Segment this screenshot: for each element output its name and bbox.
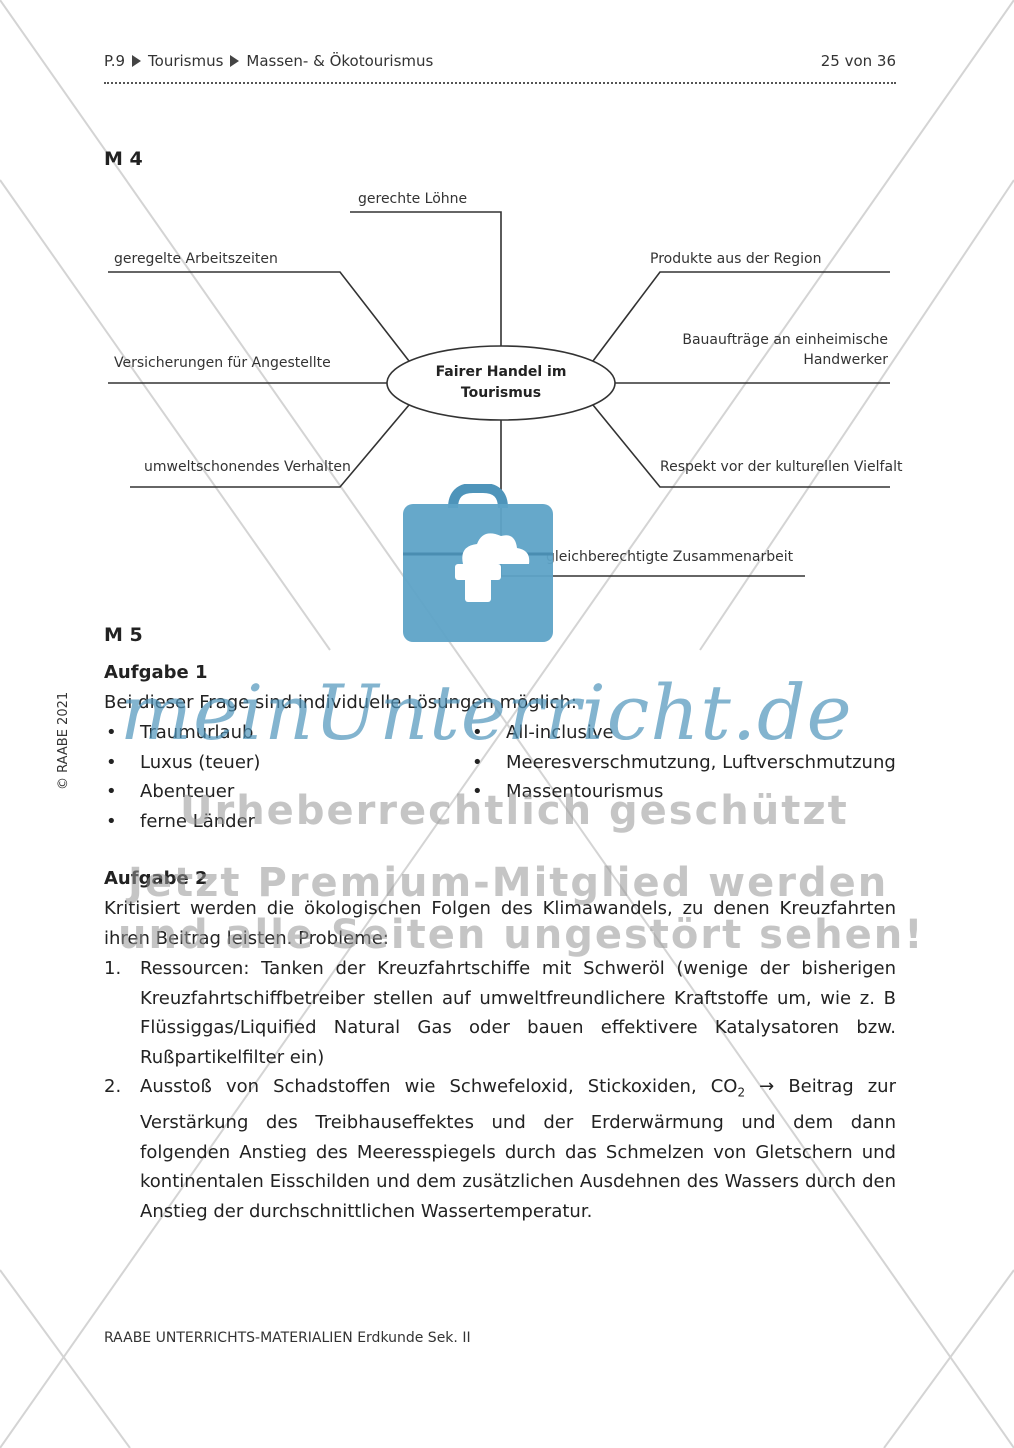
label-arbeitszeiten: geregelte Arbeitszeiten (114, 251, 278, 267)
watermark-line: und alle Seiten ungestört sehen! (118, 912, 925, 958)
m4-label: M 4 (104, 148, 143, 170)
breadcrumb-item: P.9 (104, 52, 126, 70)
label-respekt: Respekt vor der kulturellen Vielfalt (660, 459, 903, 475)
aufgabe1-intro: Bei dieser Frage sind individuelle Lösun… (104, 692, 577, 713)
label-versicherungen: Versicherungen für Angestellte (114, 355, 331, 371)
center-label-line: Tourismus (460, 385, 542, 401)
breadcrumb-item: Massen- & Ökotourismus (246, 52, 434, 70)
bullet-icon: • (472, 781, 483, 802)
triangle-right-icon (132, 54, 142, 67)
page-number: 25 von 36 (820, 52, 896, 70)
list-item-text: Meeresverschmutzung, Luftverschmutzung (506, 751, 896, 773)
center-label-line: Fairer Handel im (435, 364, 567, 380)
label-line: Bauaufträge an einheimische (682, 332, 888, 348)
triangle-right-icon (230, 54, 240, 67)
arrow-right-icon: → (759, 1076, 775, 1097)
list-item-text: Massentourismus (506, 781, 664, 802)
bullet-icon: • (106, 781, 117, 802)
label-produkte-region: Produkte aus der Region (650, 251, 822, 267)
list-item: • Traumurlaub (104, 718, 424, 748)
aufgabe2-list: 1. Ressourcen: Tanken der Kreuzfahrtschif… (104, 954, 896, 1226)
bullet-icon: • (106, 810, 117, 832)
bullet-icon: • (472, 751, 483, 773)
label-line: Handwerker (803, 352, 888, 368)
watermark-line: Urheberrechtlich geschützt (180, 788, 849, 834)
label-bauauftraege: Bauaufträge an einheimische Handwerker (682, 330, 888, 370)
aufgabe1-title: Aufgabe 1 (104, 662, 208, 683)
m5-label: M 5 (104, 624, 143, 646)
list-item: • ferne Länder (104, 807, 424, 837)
breadcrumb-item: Tourismus (148, 52, 224, 70)
aufgabe2-title: Aufgabe 2 (104, 868, 208, 889)
subscript: 2 (737, 1085, 746, 1100)
copyright-side: © RAABE 2021 (56, 691, 71, 790)
breadcrumb: P.9 Tourismus Massen- & Ökotourismus (104, 52, 433, 70)
list-item-text: Ausstoß von Schadstoffen wie Schwefeloxi… (140, 1076, 738, 1097)
watermark-brand: meinUnterricht.de (120, 668, 853, 757)
list-item-text: Ressourcen: Tanken der Kreuzfahrtschiffe… (140, 958, 896, 1068)
list-number: 2. (104, 1076, 122, 1097)
list-item: • All-inclusive (470, 718, 900, 748)
label-zusammenarbeit: gleichberechtigte Zusammenarbeit (546, 549, 794, 565)
center-label: Fairer Handel im Tourismus (410, 362, 592, 404)
footer: RAABE UNTERRICHTS-MATERIALIEN Erdkunde S… (104, 1330, 471, 1346)
list-item-text: Beitrag zur Verstärkung des Treibhauseff… (140, 1076, 896, 1222)
briefcase-icon (403, 484, 553, 642)
bullet-icon: • (106, 751, 117, 773)
aufgabe2-intro: Kritisiert werden die ökologischen Folge… (104, 898, 896, 949)
list-item: 2. Ausstoß von Schadstoffen wie Schwefelo… (104, 1072, 896, 1226)
bullet-icon: • (472, 722, 483, 743)
list-item: • Abenteuer (104, 777, 424, 807)
aufgabe1-list-right: • All-inclusive • Meeresverschmutzung, Luf… (470, 718, 900, 807)
list-item: • Luxus (teuer) (104, 748, 424, 778)
list-item-text: ferne Länder (140, 810, 256, 832)
list-item-text: All-inclusive (506, 722, 614, 743)
list-item-text: Abenteuer (140, 781, 235, 802)
watermark-line: Jetzt Premium-Mitglied werden (128, 860, 889, 906)
label-gerechte-loehne: gerechte Löhne (358, 191, 468, 207)
list-item: • Massentourismus (470, 777, 900, 807)
list-item-text: Luxus (teuer) (140, 751, 261, 773)
label-umweltschonend: umweltschonendes Verhalten (144, 459, 351, 475)
aufgabe1-list-left: • Traumurlaub • Luxus (teuer) • Abenteuer •… (104, 718, 424, 836)
list-item: • Meeresverschmutzung, Luftverschmutzung (470, 748, 900, 778)
header-divider (104, 82, 896, 84)
mindmap-diagram: Fairer Handel im Tourismus gerechte Löhn… (100, 170, 903, 590)
list-number: 1. (104, 958, 122, 979)
bullet-icon: • (106, 722, 117, 743)
list-item-text: Traumurlaub (140, 722, 254, 743)
list-item: 1. Ressourcen: Tanken der Kreuzfahrtschif… (104, 954, 896, 1072)
